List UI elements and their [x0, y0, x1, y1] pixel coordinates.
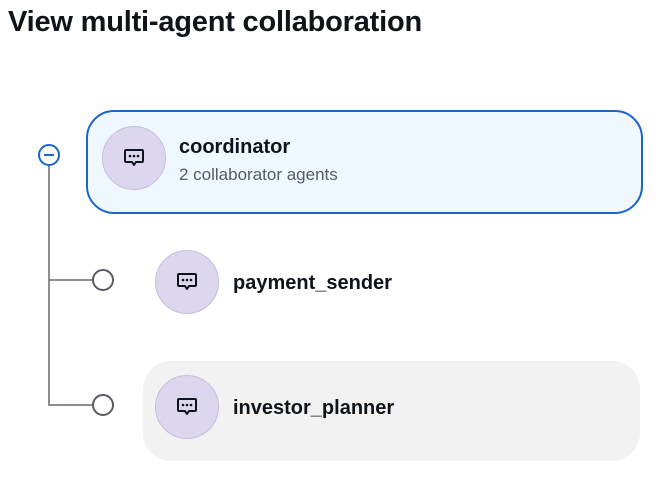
tree-branch-line — [48, 279, 92, 281]
chat-bubble-icon — [124, 149, 144, 166]
tree-node-circle-icon — [92, 269, 114, 291]
agent-avatar — [155, 250, 219, 314]
chat-bubble-icon — [177, 398, 197, 415]
agent-avatar — [155, 375, 219, 439]
collapse-toggle-icon[interactable] — [38, 144, 60, 166]
agent-name: coordinator — [179, 136, 291, 158]
tree-branch-line — [48, 404, 92, 406]
agent-card-coordinator[interactable]: coordinator 2 collaborator agents — [86, 110, 643, 214]
agent-card-investor-planner[interactable]: investor_planner — [143, 361, 640, 461]
agent-avatar — [102, 126, 166, 190]
agent-card-payment-sender[interactable]: payment_sender — [143, 236, 640, 336]
agent-name: investor_planner — [233, 397, 395, 419]
agent-collaborator-count: 2 collaborator agents — [179, 165, 338, 184]
page-title: View multi-agent collaboration — [8, 6, 423, 38]
tree-node-circle-icon — [92, 394, 114, 416]
chat-bubble-icon — [177, 273, 197, 290]
tree-trunk-line — [48, 166, 50, 406]
agent-name: payment_sender — [233, 272, 392, 294]
